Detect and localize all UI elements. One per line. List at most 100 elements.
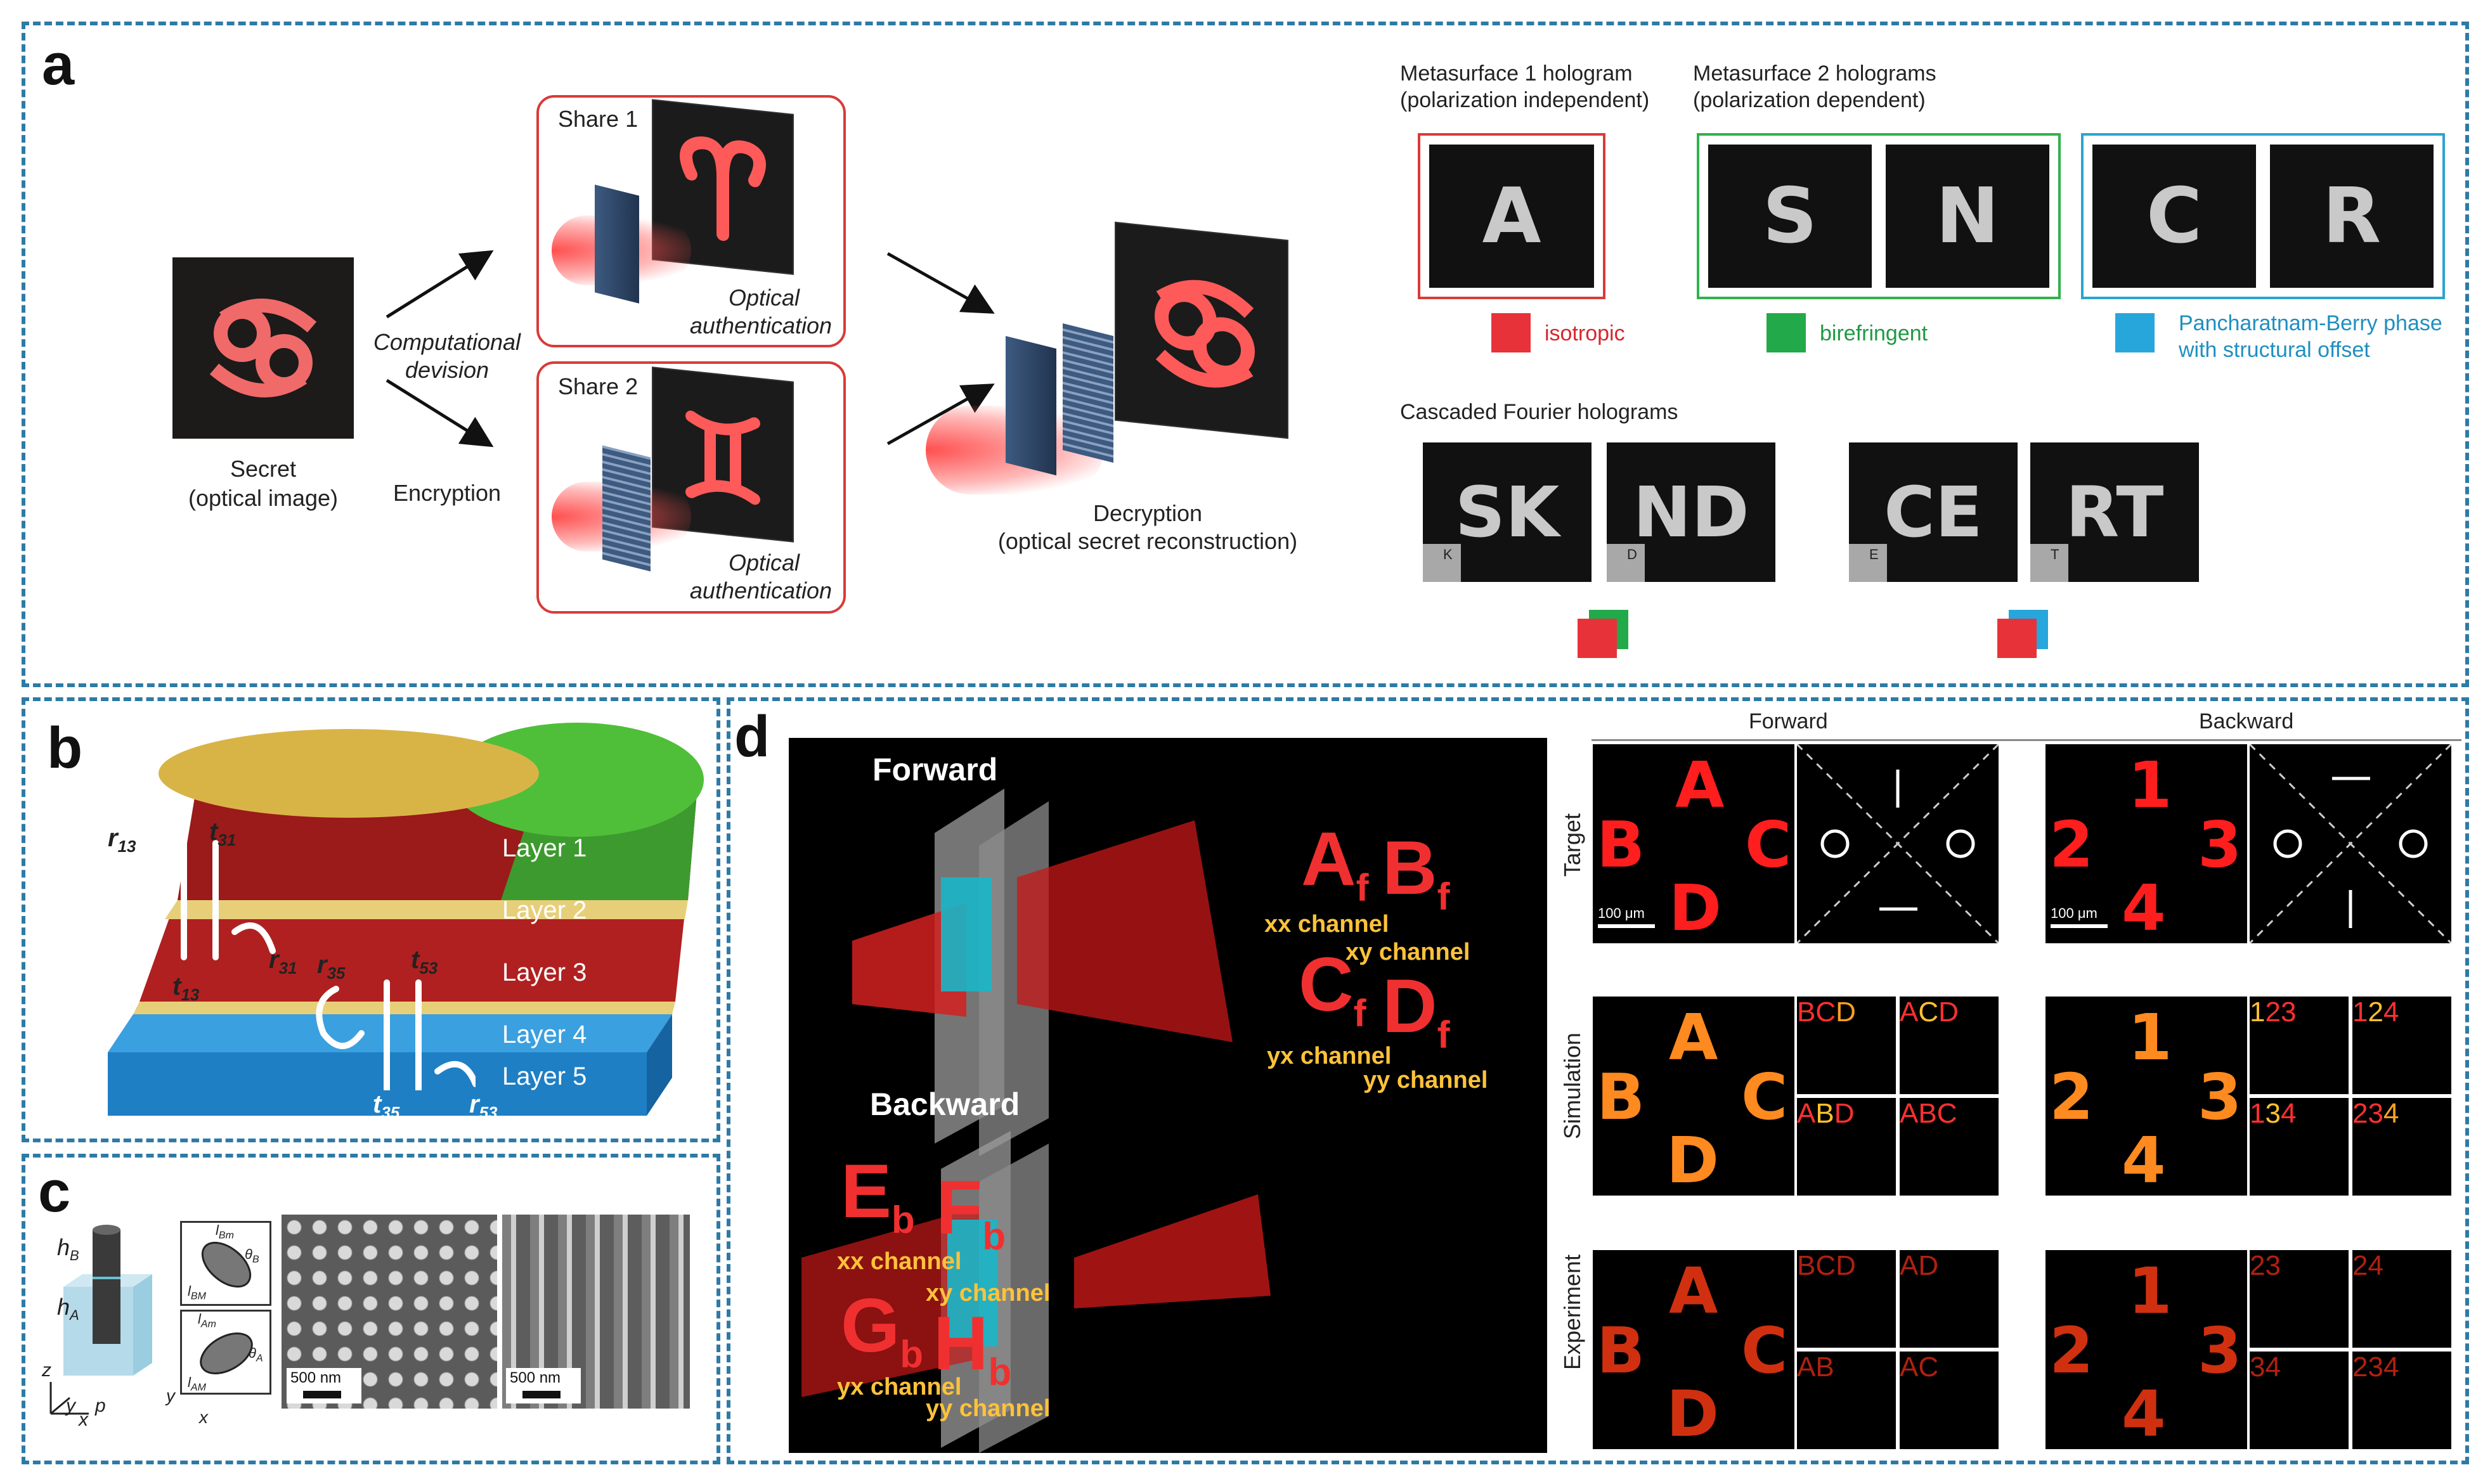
cascaded-ce-inset: E [1849, 544, 1887, 582]
simulation-forward-xy: ACD [1900, 997, 1999, 1094]
share-2-label: Share 2 [558, 373, 639, 399]
isotropic-swatch [1491, 313, 1531, 352]
scale-bar-2: 500 nm [506, 1368, 581, 1403]
target-backward-polarization [2250, 744, 2451, 943]
secret-label: Secret [230, 456, 297, 482]
pillar-unit-cell [51, 1217, 159, 1388]
bf-letter: Bf [1382, 825, 1450, 918]
coefficient-arrows [113, 840, 476, 1090]
combine-arrows [886, 252, 995, 446]
ellipse-axis-y: y [166, 1386, 175, 1405]
row-label-target: Target [1559, 813, 1585, 877]
panel-c [22, 1154, 720, 1464]
share-1-box [536, 95, 846, 347]
cancer-symbol-icon [209, 299, 317, 397]
share-2-authentication: authentication [689, 577, 833, 603]
thetaA-label: θA [249, 1345, 263, 1364]
cascaded-title: Cascaded Fourier holograms [1400, 400, 1678, 424]
panel-d [727, 697, 2469, 1464]
experiment-forward-xx: BCD [1797, 1250, 1896, 1348]
experiment-forward: A B C D [1593, 1250, 1794, 1449]
period-p: p [95, 1395, 106, 1416]
experiment-forward-yy: AC [1900, 1352, 1999, 1449]
simulation-backward-xx: 123 [2250, 997, 2349, 1094]
birefringent-box [1697, 133, 2061, 299]
xy-channel-f: xy channel [1345, 939, 1470, 965]
target-forward: A B C D 100 μm [1593, 744, 1794, 943]
af-letter: Af [1301, 816, 1369, 909]
panel-b [22, 697, 720, 1142]
ellipse-axis-x: x [199, 1407, 208, 1427]
xx-channel-f: xx channel [1264, 911, 1389, 938]
layer-2-label: Layer 2 [502, 896, 587, 924]
forward-column-header: Forward [1749, 709, 1828, 733]
simulation-forward-yx: ABD [1797, 1098, 1896, 1196]
df-letter: Df [1382, 964, 1450, 1056]
panel-a [22, 22, 2469, 687]
layer-3-label: Layer 3 [502, 958, 587, 986]
cascade-red-swatch-2 [1997, 619, 2037, 658]
r13-label: r13 [108, 824, 136, 856]
simulation-backward: 1 2 3 4 [2045, 997, 2247, 1196]
layer-4-label: Layer 4 [502, 1021, 587, 1048]
row-label-experiment: Experiment [1559, 1254, 1585, 1370]
simulation-backward-yx: 134 [2250, 1098, 2349, 1196]
share-1-screen [653, 100, 793, 274]
scale-bar-1: 500 nm [287, 1368, 361, 1403]
aries-symbol-icon [680, 136, 766, 242]
division-arrows [386, 250, 494, 448]
d-illustration [789, 738, 1547, 1453]
hologram-s: S [1708, 145, 1872, 288]
hologram-c: C [2092, 145, 2256, 288]
simulation-backward-yy: 234 [2352, 1098, 2451, 1196]
secret-sublabel: (optical image) [188, 485, 339, 511]
axis-y: y [66, 1395, 75, 1416]
ellipse-b-svg [201, 1241, 252, 1288]
simulation-forward-yy: ABC [1900, 1098, 1999, 1196]
secret-image [172, 257, 354, 439]
decryption-label: Decryption [1092, 500, 1203, 526]
cascaded-ce: CE [1849, 442, 2018, 582]
hB-label: hB [57, 1234, 79, 1264]
ellipse-bottom-box [180, 1310, 271, 1395]
hA-label: hA [57, 1294, 79, 1324]
computational-label: Computational [373, 329, 521, 355]
pb-phase-box [2081, 133, 2445, 299]
pillar-svg [63, 1225, 152, 1376]
ellipse-top-box [180, 1221, 271, 1306]
cascaded-rt-inset: T [2030, 544, 2068, 582]
yy-channel-f: yy channel [1363, 1067, 1488, 1094]
r53-label: r53 [469, 1090, 498, 1122]
backward-column-header: Backward [2199, 709, 2294, 733]
share-1-metasurface [595, 184, 639, 304]
panel-c-label: c [38, 1159, 71, 1224]
d-illustration-svg [801, 789, 1271, 1453]
hologram-n: N [1886, 145, 2049, 288]
row-label-simulation: Simulation [1559, 1032, 1585, 1139]
panel-d-label: d [734, 704, 770, 769]
decryption-metasurface-2 [1063, 323, 1113, 463]
xy-channel-b: xy channel [926, 1280, 1051, 1307]
layer-stack-svg [108, 723, 704, 1116]
cancer-reconstructed-icon [1155, 280, 1255, 388]
yy-channel-b: yy channel [926, 1395, 1051, 1422]
birefringent-label: birefringent [1820, 321, 1928, 345]
ellipse-a-svg [200, 1332, 253, 1374]
lAM-label: lAM [188, 1374, 206, 1393]
panel-b-label: b [47, 716, 83, 780]
cascaded-sk-inset: K [1423, 544, 1461, 582]
meta2-title: Metasurface 2 holograms [1693, 61, 1936, 86]
isotropic-label: isotropic [1545, 321, 1625, 345]
forward-big-label: Forward [872, 752, 998, 787]
experiment-backward-xy: 24 [2352, 1250, 2451, 1348]
decryption-sublabel: (optical secret reconstruction) [997, 528, 1298, 554]
decryption-screen [1116, 223, 1287, 438]
pb-swatch [2115, 313, 2155, 352]
pb-label-line2: with structural offset [2179, 338, 2370, 362]
layer-1-label: Layer 1 [502, 834, 587, 862]
eb-letter: Eb [841, 1149, 915, 1241]
layer-5-label: Layer 5 [502, 1062, 587, 1090]
thetaB-label: θB [245, 1246, 259, 1265]
hologram-a: A [1429, 145, 1594, 288]
experiment-backward-yy: 234 [2352, 1352, 2451, 1449]
